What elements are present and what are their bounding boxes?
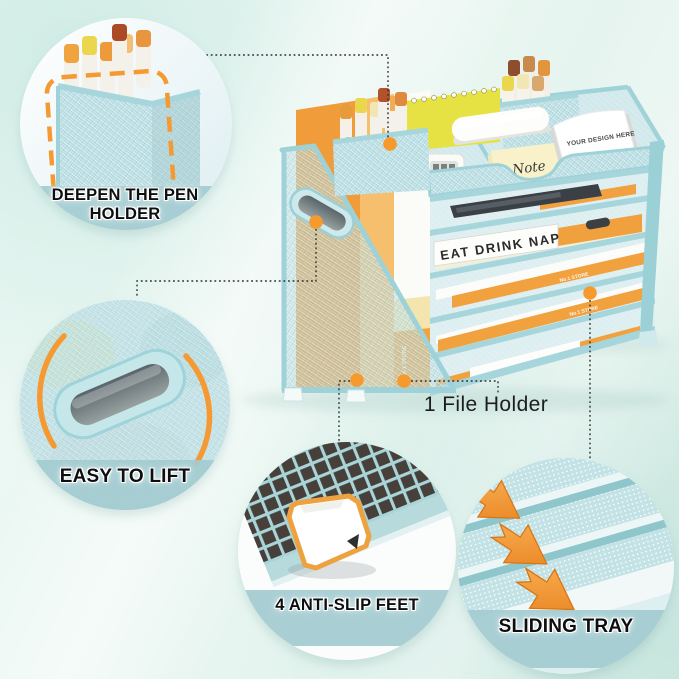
dot-pen-holder xyxy=(383,137,397,151)
right-foot xyxy=(638,330,658,346)
callout-feet xyxy=(238,442,456,666)
slot1-tablet xyxy=(450,184,602,218)
desk-organizer: No.1 STORE xyxy=(240,56,672,413)
slot3-paper xyxy=(436,242,648,300)
connector-lines xyxy=(136,54,591,459)
callout-pen-holder xyxy=(20,18,232,236)
zoom-handle xyxy=(53,348,186,440)
stapler xyxy=(451,106,551,146)
callout-lift-label: EASY TO LIFT xyxy=(59,466,191,487)
callout-pen-holder-label: DEEPEN THE PEN HOLDER xyxy=(51,186,199,224)
lift-arc-left xyxy=(37,333,67,449)
dot-sliding xyxy=(583,286,597,300)
lift-arc-right xyxy=(183,353,213,467)
right-post xyxy=(640,140,664,334)
dot-file-holder xyxy=(397,374,411,388)
callout-sliding-label: SLIDING TRAY xyxy=(498,616,634,637)
dot-lift xyxy=(309,215,323,229)
top-tray-front-rim xyxy=(426,144,666,198)
zoom-pen-cup xyxy=(56,83,201,202)
zoom-anti-slip-foot xyxy=(286,493,372,571)
file-holder-annotation: 1 File Holder xyxy=(423,393,549,416)
connector-dots xyxy=(309,137,597,388)
foot-shadow xyxy=(288,561,376,579)
sliding-arrow-icon xyxy=(489,522,548,565)
file-holder xyxy=(279,143,456,403)
slot2-clipboard xyxy=(558,214,642,246)
shelf-bars xyxy=(430,166,655,396)
connector-feet xyxy=(338,380,350,443)
dot-feet xyxy=(350,373,364,387)
sticky-note-text: Note xyxy=(511,158,547,178)
letter-tray-unit: Note YOUR DESIGN HERE xyxy=(388,56,666,396)
callout-feet-label: 4 ANTI-SLIP FEET xyxy=(275,596,419,614)
sliding-arrow-icon xyxy=(514,566,576,611)
file-holder-feet xyxy=(282,387,367,403)
connector-file-holder xyxy=(411,380,499,394)
callout-sliding-tray xyxy=(458,458,674,679)
